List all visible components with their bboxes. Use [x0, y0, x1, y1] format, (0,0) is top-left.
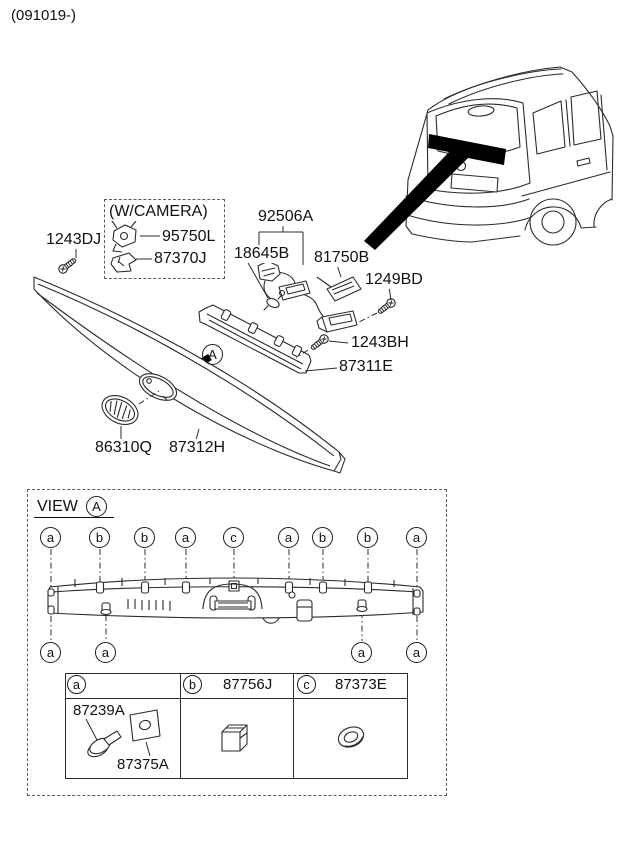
part-label-92506a: 92506A — [257, 208, 315, 226]
part-label-1243bh: 1243BH — [350, 334, 410, 352]
tailgate-highlight-band — [364, 134, 506, 250]
marker-top-4: a — [175, 527, 196, 548]
legend-part-87756j: 87756J — [223, 676, 273, 693]
legend-divider-1 — [180, 674, 181, 778]
marker-top-3: b — [134, 527, 155, 548]
part-label-87312h: 87312H — [168, 439, 227, 457]
camera-option-box — [104, 199, 225, 279]
legend-table — [65, 673, 408, 779]
bracket-clip-icon — [110, 252, 137, 273]
part-label-86310q: 86310Q — [94, 439, 153, 457]
marker-bottom-4: a — [406, 642, 427, 663]
clip-icon — [221, 724, 248, 752]
part-label-87311e: 87311E — [338, 358, 394, 376]
part-label-95750l: 95750L — [161, 228, 217, 246]
marker-bottom-2: a — [95, 642, 116, 663]
license-lamp-lens — [316, 276, 362, 302]
marker-top-7: b — [312, 527, 333, 548]
part-label-81750b: 81750B — [313, 249, 371, 267]
legend-part-87373e: 87373E — [335, 676, 387, 693]
view-a-ref-circle: A — [86, 496, 107, 517]
camera-option-title: (W/CAMERA) — [108, 203, 209, 221]
marker-top-9: a — [406, 527, 427, 548]
part-label-18645b: 18645B — [233, 245, 291, 263]
part-label-1249bd: 1249BD — [364, 271, 424, 289]
legend-header-line — [66, 698, 407, 699]
marker-top-1: a — [40, 527, 61, 548]
grommet-icon — [337, 726, 365, 748]
back-panel-moulding-drawing — [198, 304, 312, 374]
view-a-panel-drawing — [47, 577, 424, 624]
pad-icon — [129, 709, 161, 742]
view-a-underline — [34, 517, 114, 518]
tailgate-garnish-drawing — [33, 276, 346, 474]
car-illustration — [405, 66, 614, 246]
marker-top-8: b — [357, 527, 378, 548]
legend-divider-2 — [293, 674, 294, 778]
marker-bottom-3: a — [351, 642, 372, 663]
detail-ref-circle: A — [202, 344, 223, 365]
license-lamp-harness — [257, 260, 358, 333]
part-label-87375a: 87375A — [117, 756, 169, 773]
production-code: (091019-) — [10, 7, 78, 25]
camera-icon — [111, 218, 137, 253]
marker-top-2: b — [89, 527, 110, 548]
view-a-box — [27, 489, 447, 796]
part-label-87239a: 87239A — [73, 702, 125, 719]
leader-lines — [75, 224, 392, 757]
legend-key-b: b — [183, 675, 202, 694]
kia-emblem-drawing — [101, 395, 139, 425]
pin-clip-icon — [87, 730, 122, 758]
view-a-title: VIEW — [37, 498, 78, 515]
part-label-87370j: 87370J — [153, 250, 208, 268]
marker-top-6: a — [278, 527, 299, 548]
part-label-1243dj: 1243DJ — [45, 231, 103, 249]
marker-top-5: c — [223, 527, 244, 548]
legend-key-a: a — [67, 675, 86, 694]
marker-bottom-1: a — [40, 642, 61, 663]
dash-dot-lines — [50, 312, 418, 641]
legend-key-c: c — [297, 675, 316, 694]
